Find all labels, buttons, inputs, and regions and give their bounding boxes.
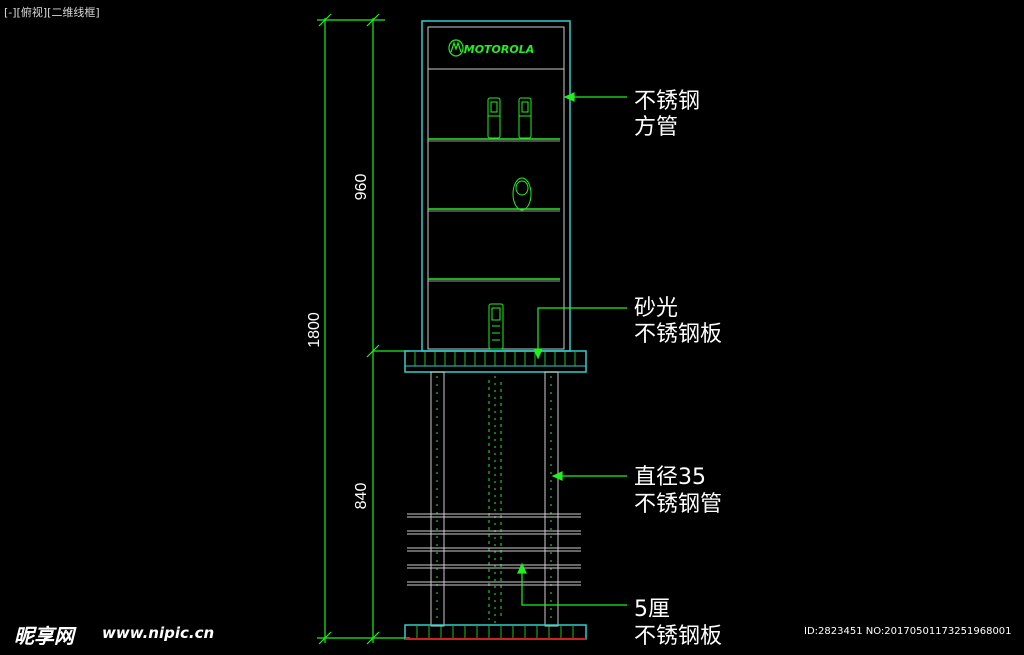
callout-square-tube-line2: 方管 bbox=[634, 115, 678, 140]
base-plate bbox=[404, 624, 587, 640]
dimension-lines bbox=[317, 13, 410, 645]
counter-top bbox=[404, 350, 587, 373]
display-cabinet: MOTOROLA bbox=[421, 20, 571, 352]
support-legs bbox=[430, 371, 559, 627]
dimension-total: 1800 bbox=[306, 312, 323, 348]
callout-base-plate-line2: 不锈钢板 bbox=[634, 624, 722, 649]
dimension-upper: 960 bbox=[353, 174, 370, 201]
watermark-logo: 昵享网 bbox=[14, 624, 74, 648]
watermark-id: ID:2823451 NO:20170501173251968001 bbox=[804, 626, 1012, 637]
cabinet-shelves bbox=[428, 138, 560, 282]
phone-models bbox=[487, 97, 532, 350]
watermark-url: www.nipic.cn bbox=[102, 624, 215, 642]
callout-pipe-line2: 不锈钢管 bbox=[634, 492, 722, 517]
brand-logo-text: MOTOROLA bbox=[464, 43, 535, 56]
motorola-logo-icon bbox=[448, 39, 464, 57]
callout-base-plate-line1: 5厘 bbox=[634, 597, 670, 622]
leader-lines bbox=[517, 92, 627, 606]
callout-sanded-plate-line1: 砂光 bbox=[634, 296, 678, 321]
callout-square-tube-line1: 不锈钢 bbox=[634, 89, 700, 114]
viewport-label[interactable]: [-][俯视][二维线框] bbox=[4, 6, 100, 19]
lower-shelves bbox=[407, 513, 581, 586]
callout-pipe-line1: 直径35 bbox=[634, 465, 706, 490]
callout-sanded-plate-line2: 不锈钢板 bbox=[634, 322, 722, 347]
dimension-lower: 840 bbox=[353, 483, 370, 510]
